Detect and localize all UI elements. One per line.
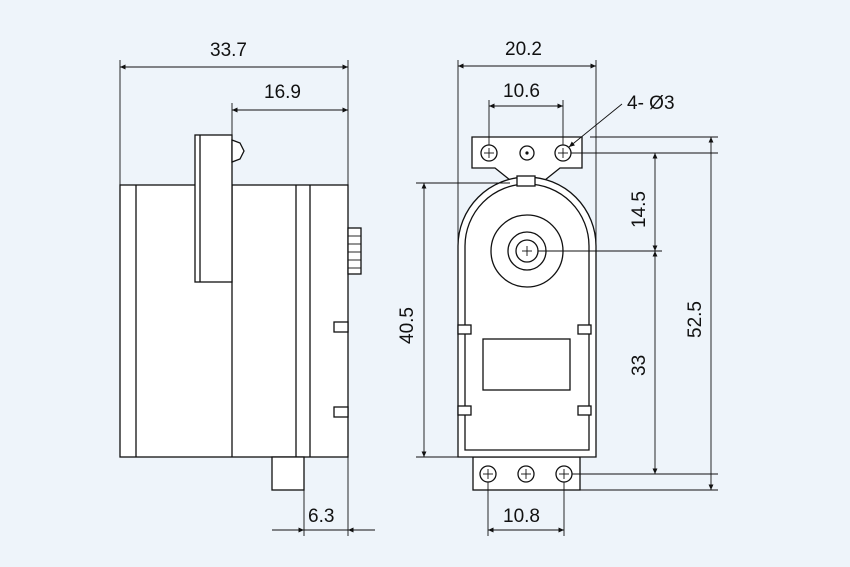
dim-front-hole-span: 33 — [629, 355, 650, 376]
front-label-window — [482, 338, 571, 391]
bottom-center-hole-icon — [517, 465, 535, 483]
dim-front-bottom-holes: 10.8 — [503, 506, 540, 527]
dim-front-shaft-offset: 14.5 — [629, 191, 650, 228]
front-view: 20.2 10.6 4- Ø3 40.5 14.5 33 52.5 10.8 — [397, 39, 718, 536]
dim-front-body-height: 40.5 — [397, 307, 418, 344]
side-flange-tab — [231, 139, 245, 163]
side-bottom-pin — [271, 456, 305, 491]
dim-side-pin-offset: 6.3 — [308, 506, 334, 527]
dim-front-top-holes: 10.6 — [503, 81, 540, 102]
dim-hole-spec: 4- Ø3 — [627, 93, 675, 114]
side-mounting-flange — [194, 134, 233, 283]
dim-front-total-width: 20.2 — [505, 39, 542, 60]
side-view: 33.7 16.9 6.3 — [119, 40, 375, 536]
side-output-spline — [347, 227, 362, 275]
front-bottom-flange — [472, 456, 581, 491]
front-top-flange — [471, 136, 583, 181]
dim-front-total-height: 52.5 — [685, 301, 706, 338]
side-body — [119, 184, 349, 458]
front-body — [457, 176, 597, 458]
dim-side-total-width: 33.7 — [210, 40, 247, 61]
dim-side-to-shaft: 16.9 — [264, 82, 301, 103]
top-center-hole-icon — [519, 145, 535, 161]
